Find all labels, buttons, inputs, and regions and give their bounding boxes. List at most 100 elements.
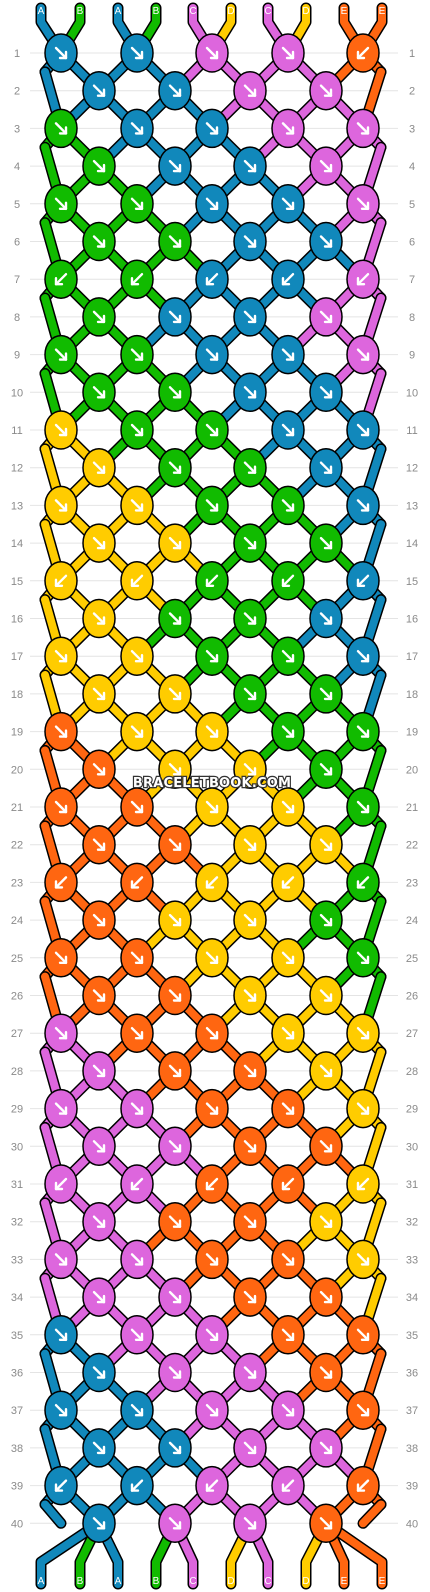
arrow-shaft — [205, 197, 219, 211]
arrow-down-right-icon — [205, 499, 219, 512]
arrow-shaft — [243, 1366, 257, 1379]
row-number-left: 27 — [11, 1028, 23, 1040]
arrow-shaft — [319, 913, 333, 927]
arrow-shaft — [205, 1479, 219, 1492]
arrow-down-right-icon — [356, 725, 370, 738]
arrow-shaft — [281, 499, 295, 512]
arrow-down-right-icon — [130, 1253, 144, 1266]
arrow-down-right-icon — [205, 951, 219, 964]
row-number-right: 31 — [406, 1179, 418, 1191]
arrow-shaft — [54, 1403, 68, 1417]
strand-label-bottom: D — [302, 1576, 309, 1587]
arrow-shaft — [356, 46, 370, 60]
arrow-head — [96, 1445, 106, 1455]
arrow-head — [172, 163, 182, 173]
arrow-shaft — [54, 1177, 68, 1191]
arrow-shaft — [319, 1064, 333, 1078]
arrow-shaft — [205, 951, 219, 964]
arrow-down-right-icon — [205, 1253, 219, 1266]
arrow-shaft — [356, 1177, 370, 1191]
arrow-head — [58, 1030, 68, 1040]
arrow-shaft — [205, 122, 219, 135]
arrow-down-left-icon — [356, 46, 370, 60]
arrow-down-left-icon — [130, 273, 144, 286]
row-number-right: 13 — [406, 500, 418, 512]
arrow-down-right-icon — [243, 612, 257, 625]
arrow-shaft — [168, 1140, 182, 1153]
arrow-down-left-icon — [356, 1479, 370, 1492]
arrow-shaft — [168, 687, 182, 701]
arrow-down-right-icon — [168, 310, 182, 324]
arrow-down-right-icon — [243, 461, 257, 474]
arrow-shaft — [281, 122, 295, 135]
arrow-head — [58, 654, 68, 663]
arrow-head — [172, 314, 182, 324]
arrow-shaft — [168, 1517, 182, 1530]
arrow-head — [281, 880, 291, 889]
arrow-down-right-icon — [168, 838, 182, 851]
row-number-left: 16 — [11, 614, 23, 626]
arrow-head — [96, 1219, 106, 1228]
arrow-head — [209, 1332, 219, 1342]
arrow-head — [323, 1370, 333, 1379]
arrow-down-right-icon — [356, 423, 370, 437]
arrow-shaft — [319, 1290, 333, 1304]
arrow-head — [96, 540, 106, 550]
arrow-shaft — [92, 913, 106, 927]
arrow-shaft — [319, 235, 333, 248]
arrow-shaft — [319, 159, 333, 173]
arrow-head — [323, 842, 333, 851]
arrow-shaft — [168, 235, 182, 248]
row-number-right: 5 — [409, 199, 415, 211]
strand-label-top: E — [341, 6, 348, 17]
arrow-shaft — [281, 1026, 295, 1040]
arrow-head — [360, 804, 370, 814]
row-number-right: 19 — [406, 727, 418, 739]
strand-label-bottom: C — [189, 1576, 196, 1587]
arrow-down-right-icon — [92, 989, 106, 1002]
arrow-head — [247, 239, 257, 248]
arrow-head — [130, 1483, 140, 1492]
arrow-head — [323, 993, 333, 1002]
arrow-down-left-icon — [130, 876, 144, 889]
arrow-down-right-icon — [319, 989, 333, 1002]
arrow-down-right-icon — [168, 386, 182, 399]
arrow-down-right-icon — [356, 348, 370, 361]
arrow-shaft — [205, 1026, 219, 1040]
arrow-down-left-icon — [356, 1177, 370, 1191]
row-number-left: 14 — [11, 538, 23, 550]
arrow-head — [134, 1106, 144, 1115]
arrow-down-right-icon — [92, 1064, 106, 1078]
row-number-right: 33 — [406, 1254, 418, 1266]
arrow-head — [58, 503, 68, 512]
row-number-left: 38 — [11, 1443, 23, 1455]
row-number-left: 33 — [11, 1254, 23, 1266]
arrow-shaft — [54, 650, 68, 663]
strand-label-bottom: B — [153, 1576, 160, 1587]
arrow-down-right-icon — [92, 1215, 106, 1228]
arrow-head — [134, 1332, 144, 1342]
arrow-down-right-icon — [205, 1403, 219, 1417]
arrow-head — [247, 1445, 257, 1455]
arrow-shaft — [130, 876, 144, 889]
arrow-head — [323, 1144, 333, 1153]
row-number-left: 7 — [14, 274, 20, 286]
arrow-head — [134, 50, 144, 60]
arrow-down-right-icon — [130, 1026, 144, 1040]
arrow-shaft — [243, 1290, 257, 1304]
arrow-shaft — [130, 1177, 144, 1191]
arrow-shaft — [54, 1026, 68, 1040]
arrow-shaft — [205, 876, 219, 889]
arrow-shaft — [281, 800, 295, 814]
arrow-down-right-icon — [92, 1140, 106, 1153]
arrow-down-left-icon — [356, 574, 370, 587]
arrow-head — [360, 427, 370, 437]
row-number-right: 22 — [406, 840, 418, 852]
arrow-shaft — [281, 197, 295, 211]
arrow-down-left-icon — [281, 1177, 295, 1191]
arrow-down-right-icon — [168, 1517, 182, 1530]
row-number-right: 38 — [406, 1443, 418, 1455]
arrow-down-left-icon — [54, 876, 68, 889]
arrow-head — [134, 201, 144, 211]
arrow-head — [96, 390, 106, 399]
